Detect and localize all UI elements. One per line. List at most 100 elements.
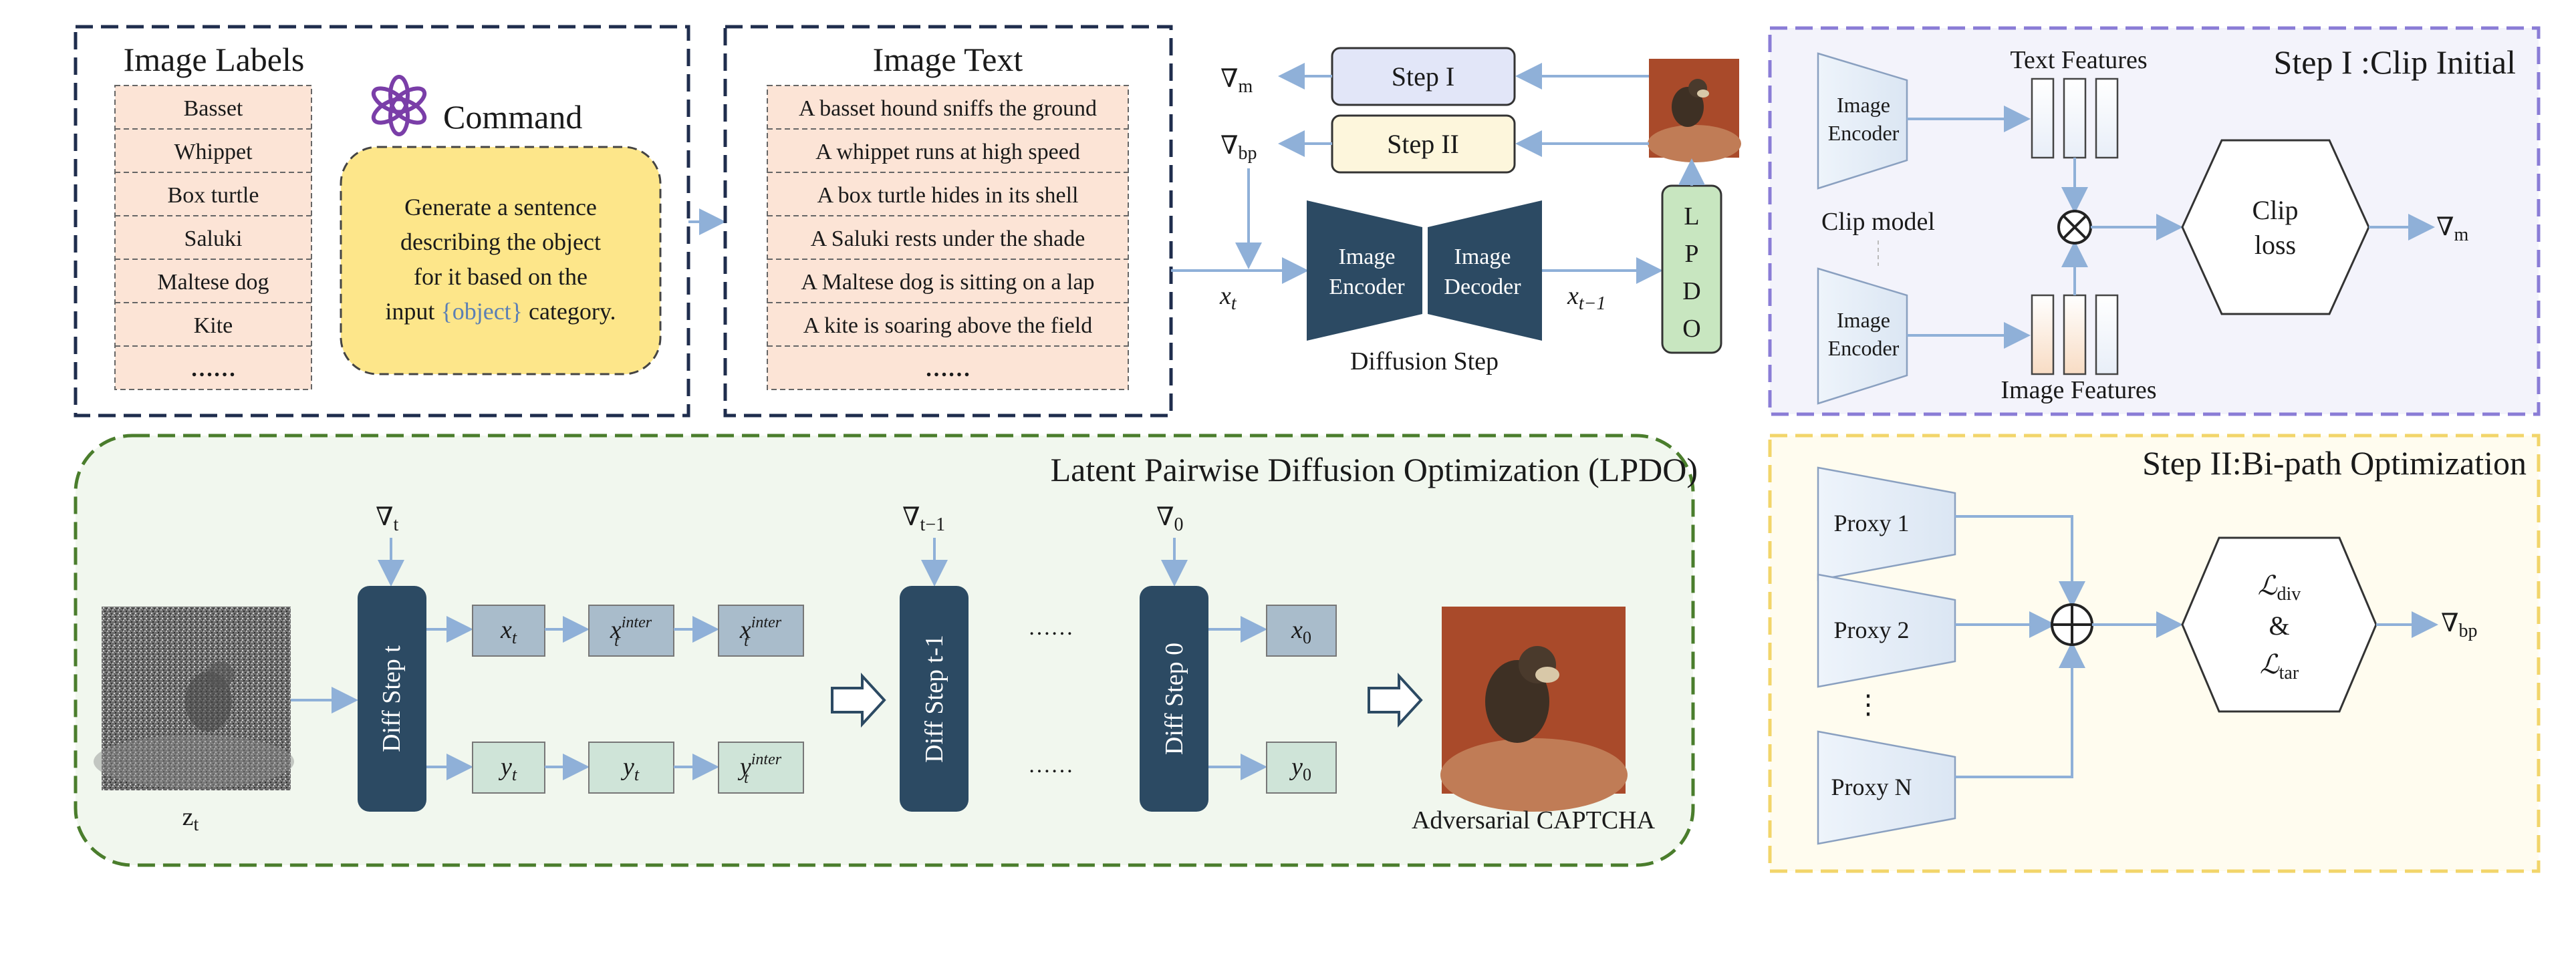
image-encoder — [1817, 267, 1908, 405]
encoder-label: Image — [1837, 93, 1890, 117]
encoder-label: Image — [1837, 308, 1890, 332]
multiply-icon — [2057, 210, 2092, 245]
lpdo-letter: O — [1682, 315, 1700, 343]
command-title: Command — [443, 98, 582, 136]
diffusion-encoder — [1307, 200, 1422, 341]
label-item: Whippet — [174, 140, 253, 164]
loss-div: ℒdiv — [2258, 571, 2301, 605]
label-list: Basset Whippet Box turtle Saluki Maltese… — [114, 85, 312, 390]
command-line: for it based on the — [414, 263, 588, 290]
x-t-cell — [472, 605, 545, 657]
step2-label: Step II — [1387, 129, 1459, 159]
arrow — [1955, 641, 2085, 778]
lpdo-title: Latent Pairwise Diffusion Optimization (… — [1051, 451, 1698, 488]
y-t-cell — [588, 742, 674, 794]
openai-logo-icon — [371, 75, 427, 136]
y-0-cell — [1266, 742, 1337, 794]
next-step-arrow-icon — [1368, 672, 1423, 728]
label-item: Saluki — [184, 226, 243, 251]
label-item: Box turtle — [168, 183, 259, 208]
adversarial-captcha-image — [1440, 607, 1628, 812]
clip-loss-label: Clip — [2252, 195, 2299, 225]
lpdo-letter: L — [1684, 202, 1699, 230]
image-labels-panel: Image Labels Basset Whippet Box turtle S… — [74, 25, 690, 418]
y-t-label: yt — [498, 753, 517, 784]
encoder-label: Encoder — [1828, 336, 1900, 360]
text-item: A kite is soaring above the field — [803, 313, 1092, 338]
loss-tar: ℒtar — [2260, 649, 2299, 683]
step1-title: Step I :Clip Initial — [2274, 43, 2516, 81]
diff-step-t-1-label: Diff Step t-1 — [920, 635, 948, 762]
grad-t: ∇t — [376, 503, 399, 535]
zt-label: zt — [182, 803, 199, 835]
text-item: A Maltese dog is sitting on a lap — [801, 270, 1094, 295]
text-encoder — [1817, 52, 1908, 190]
command-line: Generate a sentence — [404, 194, 597, 220]
command-line: input {object} category. — [385, 298, 616, 325]
step2-title: Step II:Bi-path Optimization — [2142, 444, 2527, 482]
proxy-label: Proxy N — [1831, 774, 1912, 800]
grad-t-1: ∇t−1 — [902, 503, 945, 535]
next-step-arrow-icon — [831, 672, 886, 728]
clip-model-label: Clip model — [1821, 208, 1935, 236]
encoder-label: Image — [1339, 245, 1396, 269]
loss-amp: & — [2269, 611, 2289, 641]
noisy-latent-image — [94, 607, 294, 790]
proxy-model — [1817, 466, 1956, 581]
command-box: Generate a sentence describing the objec… — [340, 146, 662, 375]
grad-m: ∇m — [1220, 65, 1253, 97]
diff-step-t-1 — [900, 586, 969, 812]
text-item: A Saluki rests under the shade — [811, 226, 1085, 251]
x-t-inter-cell — [588, 605, 674, 657]
text-features-label: Text Features — [2010, 46, 2147, 74]
image-features-label: Image Features — [2001, 376, 2156, 404]
command-line: describing the object — [400, 228, 601, 255]
grad-bp: ∇bp — [1220, 132, 1257, 164]
diff-step-t — [358, 586, 426, 812]
text-item: …… — [925, 357, 971, 381]
proxy-model — [1817, 573, 1956, 688]
y-t-inter-cell — [718, 742, 804, 794]
xt1-label: xt−1 — [1567, 282, 1606, 314]
output-caption: Adversarial CAPTCHA — [1412, 806, 1656, 834]
decoder-label: Image — [1454, 245, 1511, 269]
image-feature-bar — [2095, 294, 2119, 375]
xt-label: xt — [1219, 282, 1237, 314]
diff-step-0 — [1140, 586, 1208, 812]
input-image-thumbnail — [1648, 59, 1741, 162]
vertical-ellipsis: ⋮ — [1855, 689, 1882, 719]
diffusion-step-caption: Diffusion Step — [1350, 347, 1499, 375]
text-feature-bar — [2063, 77, 2087, 159]
sum-icon — [2051, 603, 2093, 646]
proxy-model — [1817, 730, 1956, 845]
y-0-label: y0 — [1289, 753, 1311, 784]
x-t-label: xt — [500, 616, 517, 647]
grad-0: ∇0 — [1156, 503, 1184, 535]
diffusion-core: Step I Step II ∇m ∇bp xt Image Encoder I… — [1171, 47, 1741, 375]
decoder-label: Decoder — [1444, 275, 1521, 299]
step2-bipath-panel: Step II:Bi-path Optimization Proxy 1 Pro… — [1768, 434, 2541, 873]
text-feature-bar — [2095, 77, 2119, 159]
label-item: Maltese dog — [157, 270, 269, 295]
label-item: Basset — [184, 96, 243, 121]
lpdo-letter: P — [1684, 240, 1698, 268]
step1-clip-panel: Step I :Clip Initial Image Encoder Clip … — [1768, 26, 2541, 416]
text-item: A box turtle hides in its shell — [817, 183, 1079, 208]
image-labels-title: Image Labels — [124, 41, 305, 78]
clip-loss-hexagon — [2181, 139, 2370, 315]
encoder-label: Encoder — [1329, 275, 1405, 299]
proxy-label: Proxy 2 — [1833, 617, 1909, 643]
diff-step-0-label: Diff Step 0 — [1160, 643, 1188, 755]
ellipsis: …… — [1028, 615, 1073, 640]
ellipsis: …… — [1028, 753, 1073, 778]
arrow — [1955, 515, 2085, 608]
text-feature-bar — [2031, 77, 2055, 159]
lpdo-panel: Latent Pairwise Diffusion Optimization (… — [74, 434, 1698, 867]
image-text-panel: Image Text A basset hound sniffs the gro… — [723, 25, 1173, 418]
grad-m-output: ∇m — [2436, 213, 2469, 245]
diff-step-t-label: Diff Step t — [378, 645, 406, 752]
proxy-label: Proxy 1 — [1833, 510, 1909, 536]
